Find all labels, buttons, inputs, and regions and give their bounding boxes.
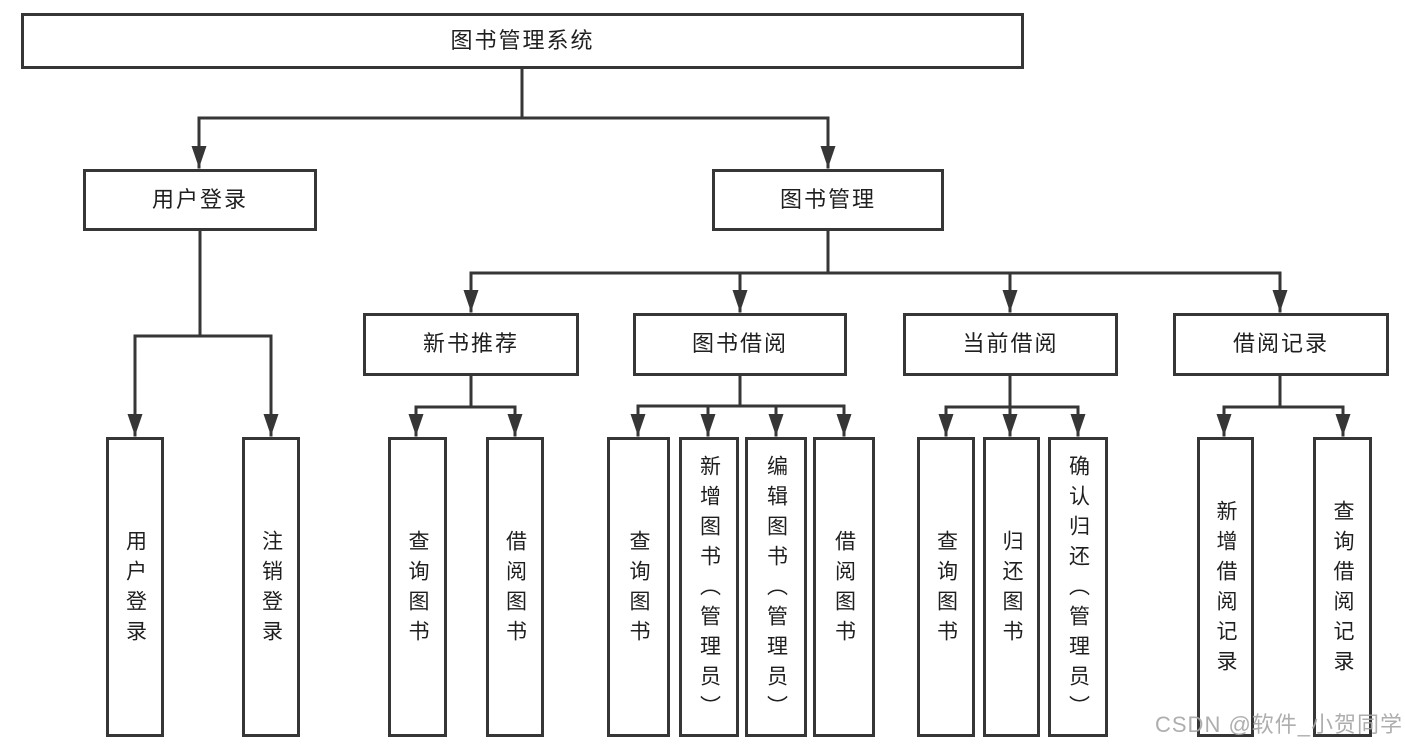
connector-root-to-level2 [191, 67, 836, 169]
node-book-borrow: 图书借阅 [633, 313, 847, 376]
node-user-login-action: 用户登录 [106, 437, 164, 737]
node-library-management-system: 图书管理系统 [21, 13, 1024, 69]
connector-borrow-records-children [1216, 374, 1351, 437]
csdn-watermark: CSDN @软件_小贺同学 [1155, 712, 1404, 737]
connector-current-borrow-children [938, 374, 1086, 437]
node-edit-books-admin: 编辑图书（管理员） [745, 437, 807, 737]
connector-book-management-children [463, 229, 1288, 313]
node-borrow-books-under-recommend: 借阅图书 [486, 437, 544, 737]
node-user-login: 用户登录 [83, 169, 317, 231]
node-borrow-records: 借阅记录 [1173, 313, 1389, 376]
connector-book-borrow-children [630, 374, 852, 437]
node-borrow-books-under-borrow: 借阅图书 [813, 437, 875, 737]
connector-new-book-recommend-children [408, 374, 523, 437]
node-add-books-admin: 新增图书（管理员） [679, 437, 739, 737]
node-query-books-under-current: 查询图书 [917, 437, 975, 737]
node-new-book-recommend: 新书推荐 [363, 313, 579, 376]
node-current-borrow: 当前借阅 [903, 313, 1118, 376]
node-return-books: 归还图书 [983, 437, 1040, 737]
node-query-borrow-record: 查询借阅记录 [1313, 437, 1372, 737]
node-add-borrow-record: 新增借阅记录 [1197, 437, 1254, 737]
node-query-books-under-borrow: 查询图书 [607, 437, 670, 737]
node-book-management: 图书管理 [712, 169, 944, 231]
node-logout-action: 注销登录 [242, 437, 300, 737]
connector-user-login-children [127, 229, 279, 437]
node-query-books-under-recommend: 查询图书 [388, 437, 447, 737]
node-confirm-return-admin: 确认归还（管理员） [1048, 437, 1108, 737]
